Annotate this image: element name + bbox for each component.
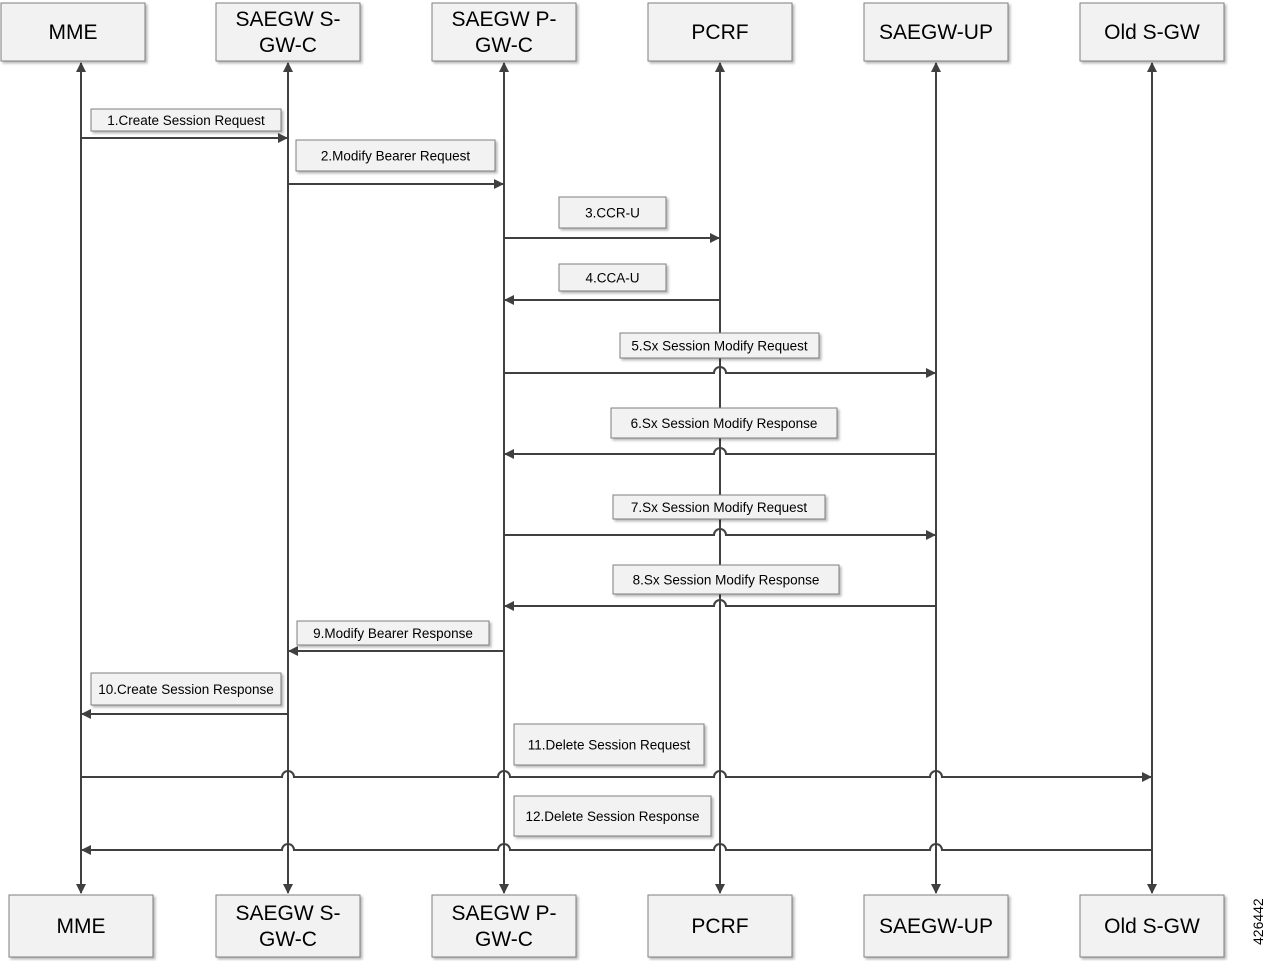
message-label-text: 3.CCR-U xyxy=(585,206,640,221)
message-arrow-7 xyxy=(504,528,936,540)
participant-bottom-pgwc: SAEGW P- GW-C xyxy=(431,894,577,958)
participant-label: GW-C xyxy=(259,34,317,57)
message-label-text: 8.Sx Session Modify Response xyxy=(633,573,820,588)
message-label-10: 10.Create Session Response xyxy=(90,672,282,706)
participant-label: Old S-GW xyxy=(1104,21,1200,44)
message-arrow-8 xyxy=(504,599,936,611)
participant-label: SAEGW S- xyxy=(235,902,340,925)
message-label-5: 5.Sx Session Modify Request xyxy=(619,332,820,359)
message-label-9: 9.Modify Bearer Response xyxy=(296,620,490,646)
message-arrow-11 xyxy=(81,770,1152,782)
participant-label: GW-C xyxy=(475,928,533,951)
message-label-3: 3.CCR-U xyxy=(558,196,667,229)
participant-label: MME xyxy=(49,21,98,44)
participant-label: GW-C xyxy=(475,34,533,57)
message-label-text: 4.CCA-U xyxy=(585,271,639,286)
participant-label: SAEGW P- xyxy=(451,8,556,31)
participant-label: SAEGW P- xyxy=(451,902,556,925)
message-label-text: 12.Delete Session Response xyxy=(525,809,699,824)
participant-label: Old S-GW xyxy=(1104,915,1200,938)
participant-bottom-oldsgw: Old S-GW xyxy=(1079,894,1225,958)
message-label-11: 11.Delete Session Request xyxy=(513,723,705,766)
participant-bottom-mme: MME xyxy=(8,894,154,958)
participant-label: SAEGW S- xyxy=(235,8,340,31)
message-label-text: 9.Modify Bearer Response xyxy=(313,626,473,641)
participant-label: SAEGW-UP xyxy=(879,915,993,938)
participant-top-oldsgw: Old S-GW xyxy=(1079,2,1225,62)
message-arrow-6 xyxy=(504,447,936,459)
participant-top-pcrf: PCRF xyxy=(647,2,793,62)
participant-top-mme: MME xyxy=(0,2,146,62)
message-label-text: 10.Create Session Response xyxy=(98,682,274,697)
participant-top-sgwc: SAEGW S- GW-C xyxy=(215,2,361,62)
message-label-text: 11.Delete Session Request xyxy=(528,738,691,753)
message-label-text: 6.Sx Session Modify Response xyxy=(631,416,818,431)
message-label-6: 6.Sx Session Modify Response xyxy=(610,407,838,439)
participant-top-up: SAEGW-UP xyxy=(863,2,1009,62)
participant-bottom-pcrf: PCRF xyxy=(647,894,793,958)
message-label-text: 1.Create Session Request xyxy=(107,113,265,128)
message-label-8: 8.Sx Session Modify Response xyxy=(612,564,840,595)
message-label-1: 1.Create Session Request xyxy=(90,108,282,132)
participant-label: PCRF xyxy=(691,21,748,44)
message-label-4: 4.CCA-U xyxy=(558,263,667,292)
message-label-text: 5.Sx Session Modify Request xyxy=(631,339,808,354)
participant-label: PCRF xyxy=(691,915,748,938)
participant-label: MME xyxy=(57,915,106,938)
message-arrow-12 xyxy=(81,843,1152,855)
participant-top-pgwc: SAEGW P- GW-C xyxy=(431,2,577,62)
participant-label: SAEGW-UP xyxy=(879,21,993,44)
participant-bottom-up: SAEGW-UP xyxy=(863,894,1009,958)
message-arrow-5 xyxy=(504,366,936,378)
message-label-7: 7.Sx Session Modify Request xyxy=(612,494,826,520)
participant-label: GW-C xyxy=(259,928,317,951)
message-label-12: 12.Delete Session Response xyxy=(513,795,712,837)
message-label-text: 2.Modify Bearer Request xyxy=(321,149,471,164)
message-label-2: 2.Modify Bearer Request xyxy=(295,139,496,172)
figure-id: 426442 xyxy=(1250,898,1266,945)
participant-bottom-sgwc: SAEGW S- GW-C xyxy=(215,894,361,958)
message-label-text: 7.Sx Session Modify Request xyxy=(631,500,808,515)
